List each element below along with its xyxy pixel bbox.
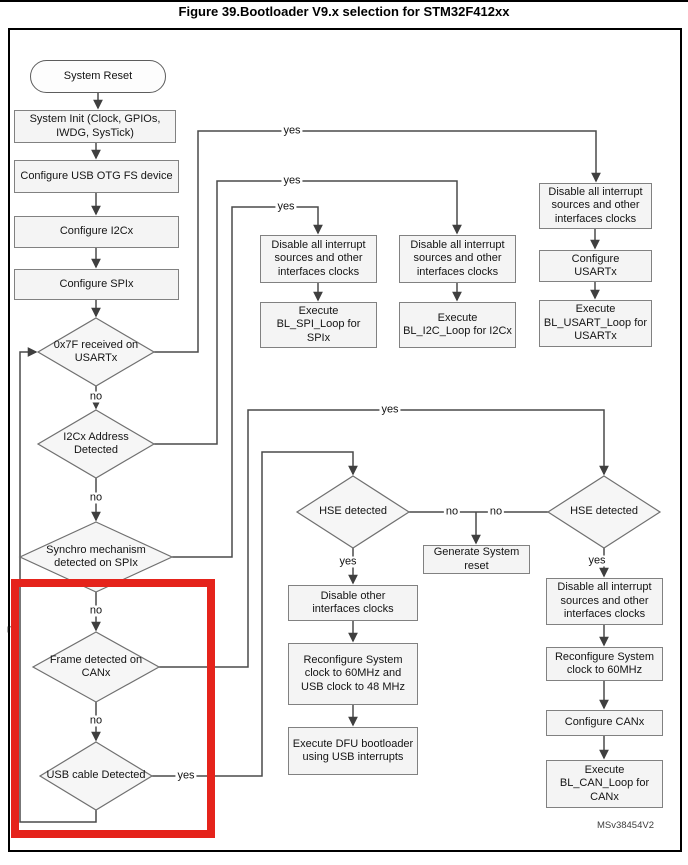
top-rule xyxy=(0,0,688,2)
label-yes-usb: yes xyxy=(175,769,197,782)
decision-hse-dfu-label: HSE detected xyxy=(319,505,387,518)
node-can-disable-interrupts: Disable all interrupt sources and other … xyxy=(546,578,663,625)
figure-title: Figure 39.Bootloader V9.x selection for … xyxy=(178,4,510,19)
label-no-can: no xyxy=(87,714,105,727)
flow-connector-usart-yes xyxy=(154,130,601,353)
node-configure-usb-otg: Configure USB OTG FS device xyxy=(14,160,179,193)
decision-shape-spi xyxy=(18,521,174,593)
label-yes-spi: yes xyxy=(275,200,297,213)
node-dfu-disable-clocks: Disable other interfaces clocks xyxy=(288,585,418,621)
flow-connector-i2c-yes xyxy=(154,180,462,445)
decision-shape-can xyxy=(31,631,161,703)
node-configure-usartx: Configure USARTx xyxy=(539,250,652,282)
decision-shape-usart xyxy=(36,317,156,387)
node-system-init: System Init (Clock, GPIOs, IWDG, SysTick… xyxy=(14,110,176,143)
flow-connector-usb-yes xyxy=(152,451,358,777)
flow-connector-loop-no xyxy=(19,347,97,823)
node-usart-disable-interrupts: Disable all interrupt sources and other … xyxy=(539,183,652,229)
node-spi-disable-interrupts: Disable all interrupt sources and other … xyxy=(260,235,377,283)
decision-i2c-label: I2Cx Address Detected xyxy=(63,430,129,456)
label-no-hse-dfu: no xyxy=(443,505,461,518)
node-dfu-reconfigure-clock: Reconfigure System clock to 60MHz and US… xyxy=(288,643,418,705)
node-configure-i2cx: Configure I2Cx xyxy=(14,216,179,248)
decision-shape-usb xyxy=(38,741,154,811)
label-yes-i2c: yes xyxy=(281,174,303,187)
decision-spi-label: Synchro mechanism detected on SPIx xyxy=(46,543,146,569)
node-can-reconfigure-clock: Reconfigure System clock to 60MHz xyxy=(546,647,663,681)
label-yes-hse-dfu: yes xyxy=(337,555,359,568)
decision-can-label: Frame detected on CANx xyxy=(49,653,143,679)
label-yes-hse-can: yes xyxy=(586,554,608,567)
label-no-usart: no xyxy=(87,390,105,403)
decision-hse-can-label: HSE detected xyxy=(570,505,638,518)
label-no-hse-can: no xyxy=(487,505,505,518)
decision-usb-label: USB cable Detected xyxy=(46,769,146,782)
node-generate-system-reset: Generate System reset xyxy=(423,545,530,574)
node-configure-spix: Configure SPIx xyxy=(14,269,179,300)
label-no-spi: no xyxy=(87,604,105,617)
decision-shape-i2c xyxy=(36,409,156,479)
node-system-reset: System Reset xyxy=(30,60,166,93)
node-execute-bl-spi-loop: Execute BL_SPI_Loop for SPIx xyxy=(260,302,377,348)
node-execute-bl-usart-loop: Execute BL_USART_Loop for USARTx xyxy=(539,300,652,347)
decision-usart-label: 0x7F received on USARTx xyxy=(53,338,139,364)
label-yes-can: yes xyxy=(379,403,401,416)
node-configure-canx: Configure CANx xyxy=(546,710,663,736)
flow-connector-can-yes xyxy=(159,409,609,668)
node-execute-bl-i2c-loop: Execute BL_I2C_Loop for I2Cx xyxy=(399,302,516,348)
decision-shape-hse-can xyxy=(546,475,662,549)
node-i2c-disable-interrupts: Disable all interrupt sources and other … xyxy=(399,235,516,283)
label-no-loop: no xyxy=(6,623,20,636)
watermark: MSv38454V2 xyxy=(596,820,654,831)
node-execute-dfu-bootloader: Execute DFU bootloader using USB interru… xyxy=(288,727,418,775)
decision-shape-hse-dfu xyxy=(295,475,411,549)
label-yes-usart: yes xyxy=(281,124,303,137)
node-execute-bl-can-loop: Execute BL_CAN_Loop for CANx xyxy=(546,760,663,808)
flow-connector-spi-yes xyxy=(172,206,323,558)
label-no-i2c: no xyxy=(87,491,105,504)
